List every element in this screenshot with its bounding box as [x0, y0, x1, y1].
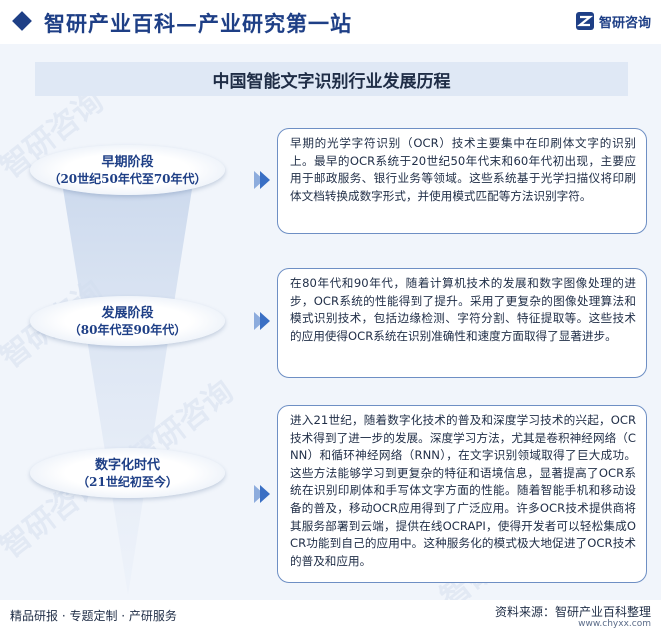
footer-services: 精品研报 · 专题定制 · 产研服务 [10, 609, 177, 623]
arrow-right-icon [254, 171, 270, 189]
stage-description: 早期的光学字符识别（OCR）技术主要集中在印刷体文字的识别上。最早的OCR系统于… [290, 136, 636, 203]
stage-early: 早期阶段 （20世纪50年代至70年代） [30, 145, 225, 195]
arrow-right-icon [254, 485, 270, 503]
brand-name: 智研咨询 [598, 15, 651, 31]
stage-description: 进入21世纪，随着数字化技术的普及和深度学习技术的兴起，OCR技术得到了进一步的… [290, 413, 636, 568]
stage-digital-era: 数字化时代 （21世纪初至今） [30, 448, 225, 498]
stage-digital-era-description-box: 进入21世纪，随着数字化技术的普及和深度学习技术的兴起，OCR技术得到了进一步的… [277, 405, 647, 583]
footer-source-block: 资料来源：智研产业百科整理 www.chyxx.com [495, 605, 651, 630]
footer-source: 资料来源：智研产业百科整理 [494, 605, 651, 619]
page-title: 中国智能文字识别行业发展历程 [212, 71, 451, 92]
title-bar: 中国智能文字识别行业发展历程 [35, 62, 628, 96]
arrow-right-icon [254, 312, 270, 330]
stage-name: 数字化时代 [94, 457, 160, 473]
brand-logo-icon [575, 12, 594, 30]
stage-name: 发展阶段 [101, 305, 154, 321]
brand: 智研咨询 [575, 11, 651, 31]
header: 智研产业百科—产业研究第一站 智研咨询 [0, 0, 661, 44]
stage-period: （21世纪初至今） [77, 474, 178, 489]
stage-name: 早期阶段 [101, 154, 154, 170]
stage-period: （20世纪50年代至70年代） [48, 171, 207, 186]
stage-period: （80年代至90年代） [68, 322, 187, 337]
stage-description: 在80年代和90年代，随着计算机技术的发展和数字图像处理的进步，OCR系统的性能… [290, 276, 636, 343]
footer-url: www.chyxx.com [578, 619, 651, 629]
site-title: 智研产业百科—产业研究第一站 [44, 11, 352, 36]
stage-development-description-box: 在80年代和90年代，随着计算机技术的发展和数字图像处理的进步，OCR系统的性能… [277, 268, 647, 378]
diamond-icon [12, 11, 32, 31]
stage-development: 发展阶段 （80年代至90年代） [30, 296, 225, 346]
stage-early-description-box: 早期的光学字符识别（OCR）技术主要集中在印刷体文字的识别上。最早的OCR系统于… [277, 128, 647, 234]
footer: 精品研报 · 专题定制 · 产研服务 资料来源：智研产业百科整理 www.chy… [0, 600, 661, 630]
